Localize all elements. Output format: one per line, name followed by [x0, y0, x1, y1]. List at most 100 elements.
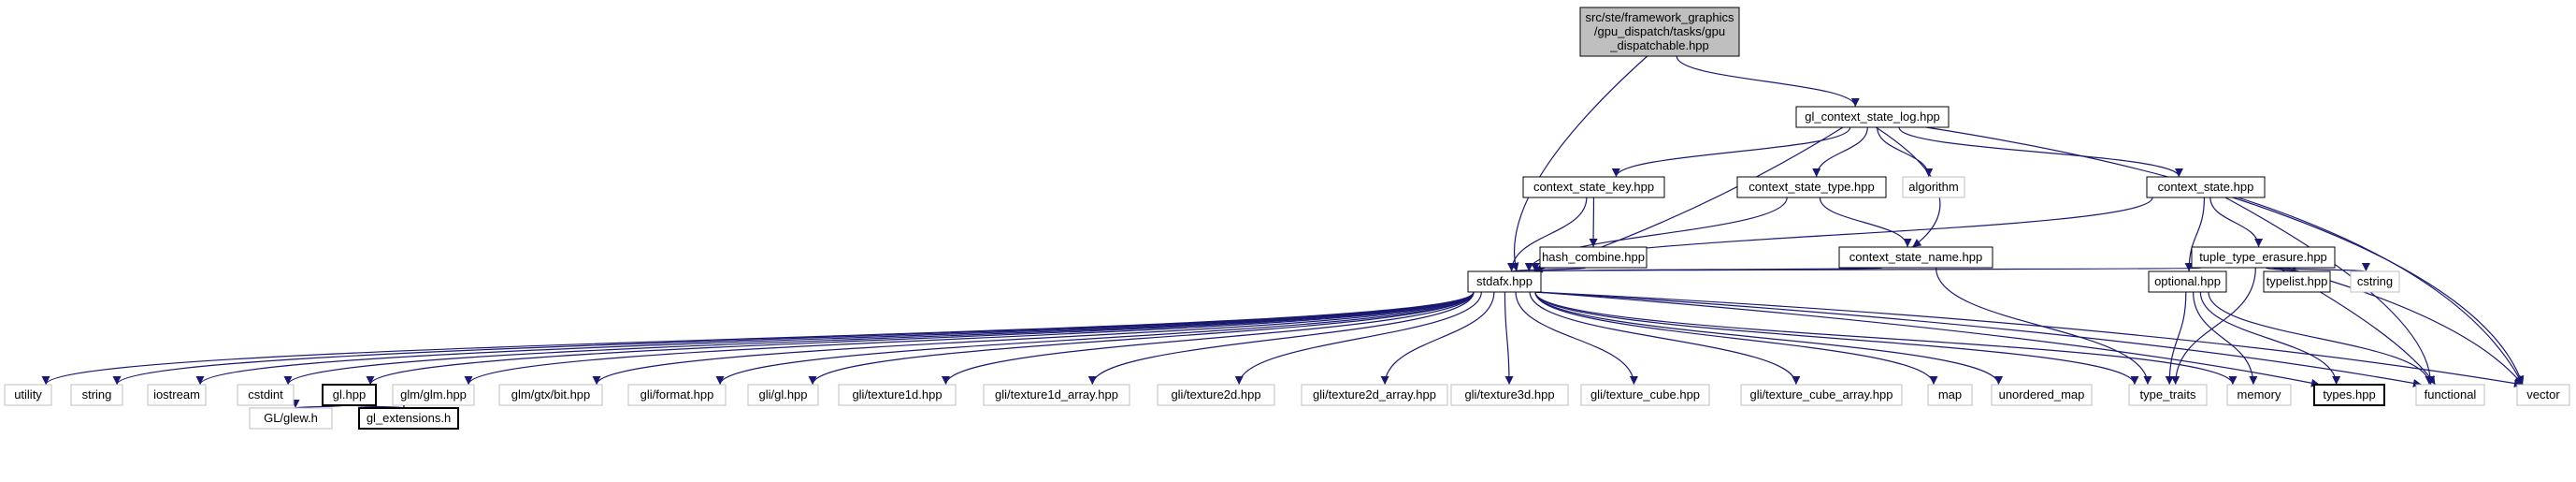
node-glm: glm/glm.hpp: [392, 384, 475, 406]
node-box: [2146, 176, 2266, 198]
node-box: [1838, 246, 1993, 269]
node-label: _dispatchable.hpp: [1609, 38, 1709, 52]
node-umap: unordered_map: [1991, 384, 2093, 406]
edge-stdafx-to-glm: [464, 291, 1475, 386]
node-hc[interactable]: hash_combine.hpp: [1539, 246, 1648, 269]
node-label: types.hpp: [2323, 387, 2375, 402]
edge-gcsl-to-cst: [1812, 126, 1868, 178]
edge-stdafx-to-memory: [1534, 291, 2238, 386]
node-label: context_state_key.hpp: [1533, 180, 1654, 194]
edge-gcsl-to-algo: [1877, 126, 1934, 178]
node-box: [1927, 384, 1973, 406]
node-box: [747, 384, 819, 406]
node-root: src/ste/framework_graphics/gpu_dispatch/…: [1579, 7, 1740, 57]
node-tex3d: gli/texture3d.hpp: [1450, 384, 1569, 406]
node-opt[interactable]: optional.hpp: [2148, 270, 2227, 293]
node-csn[interactable]: context_state_name.hpp: [1838, 246, 1993, 269]
node-types[interactable]: types.hpp: [2313, 384, 2385, 406]
node-tex1d: gli/texture1d.hpp: [838, 384, 957, 406]
node-box: [2148, 270, 2227, 293]
edge-stdafx-to-tex1da: [1087, 291, 1475, 386]
node-label: GL/glew.h: [264, 411, 318, 425]
edge-gcsl-to-cs: [1898, 126, 2183, 178]
node-box: [1991, 384, 2093, 406]
node-cstdint: cstdint: [237, 384, 295, 406]
node-label: gli/texture1d.hpp: [852, 387, 942, 402]
edge-stdafx-to-gtxbit: [592, 291, 1475, 386]
edge-stdafx-to-utility: [41, 291, 1475, 386]
node-label: algorithm: [1908, 180, 1958, 194]
node-label: gli/texture1d_array.hpp: [995, 387, 1118, 402]
node-box: [2226, 384, 2292, 406]
node-box: [983, 384, 1130, 406]
node-cs[interactable]: context_state.hpp: [2146, 176, 2266, 198]
edge-cst-to-csn: [1819, 197, 1912, 248]
node-glext[interactable]: gl_extensions.h: [358, 407, 459, 430]
nodes-layer: src/ste/framework_graphics/gpu_dispatch/…: [4, 7, 2570, 430]
node-box: [2191, 246, 2336, 269]
edge-tte-to-tt: [2171, 267, 2256, 386]
node-box: [627, 384, 727, 406]
node-box: [2313, 384, 2385, 406]
node-cstring: cstring: [2350, 270, 2400, 293]
edge-stdafx-to-functional: [1534, 291, 2423, 387]
edge-gcsl-to-vector: [1925, 126, 2524, 386]
edge-stdafx-to-types: [1534, 291, 2321, 387]
node-label: context_state_type.hpp: [1749, 180, 1874, 194]
edges-layer: [41, 55, 2525, 409]
node-tt: type_traits: [2128, 384, 2208, 406]
node-label: gli/gl.hpp: [758, 387, 807, 402]
node-box: [358, 407, 459, 430]
edge-stdafx-to-cstdint: [283, 291, 1475, 386]
node-label: iostream: [153, 387, 200, 402]
node-iostream: iostream: [147, 384, 207, 406]
node-map: map: [1927, 384, 1973, 406]
node-label: type_traits: [2140, 387, 2196, 402]
node-box: [70, 384, 123, 406]
node-box: [2350, 270, 2400, 293]
node-glhpp[interactable]: gl.hpp: [322, 384, 377, 406]
node-label: stdafx.hpp: [1476, 274, 1533, 288]
node-box: [1539, 246, 1648, 269]
node-cst[interactable]: context_state_type.hpp: [1736, 176, 1887, 198]
node-box: [1450, 384, 1569, 406]
edge-csk-to-stdafx: [1507, 197, 1588, 272]
node-tte[interactable]: tuple_type_erasure.hpp: [2191, 246, 2336, 269]
edge-tte-to-stdafx: [1533, 262, 2204, 272]
node-box: [1579, 7, 1740, 57]
node-label: typelist.hpp: [2267, 274, 2328, 288]
edge-stdafx-to-map: [1534, 291, 1938, 386]
node-box: [1740, 384, 1903, 406]
node-tex2da: gli/texture2d_array.hpp: [1301, 384, 1448, 406]
node-label: utility: [14, 387, 42, 402]
node-label: gli/format.hpp: [640, 387, 714, 402]
node-label: cstring: [2357, 274, 2393, 288]
node-label: memory: [2238, 387, 2281, 402]
node-gcsl[interactable]: gl_context_state_log.hpp: [1795, 106, 1950, 128]
node-label: vector: [2526, 387, 2560, 402]
edge-cs-to-tte: [2209, 197, 2264, 248]
node-stdafx[interactable]: stdafx.hpp: [1467, 270, 1542, 293]
node-label: tuple_type_erasure.hpp: [2199, 250, 2327, 264]
node-box: [1902, 176, 1965, 198]
node-label: gl_extensions.h: [367, 411, 451, 425]
node-string: string: [70, 384, 123, 406]
edge-gcsl-to-csk: [1611, 126, 1851, 178]
edge-opt-to-types: [2199, 291, 2341, 386]
node-typelist[interactable]: typelist.hpp: [2263, 270, 2331, 293]
node-box: [1467, 270, 1542, 293]
node-box: [1580, 384, 1710, 406]
node-box: [838, 384, 957, 406]
node-label: gli/texture_cube_array.hpp: [1750, 387, 1893, 402]
node-csk[interactable]: context_state_key.hpp: [1522, 176, 1665, 198]
node-format: gli/format.hpp: [627, 384, 727, 406]
node-label: gli/texture3d.hpp: [1464, 387, 1554, 402]
edge-stdafx-to-umap: [1534, 291, 2003, 386]
edge-root-to-gcsl: [1676, 55, 1860, 108]
edge-stdafx-to-tex1d: [942, 291, 1475, 386]
node-box: [1157, 384, 1275, 406]
edge-stdafx-to-vector: [1534, 291, 2524, 387]
node-texcubea: gli/texture_cube_array.hpp: [1740, 384, 1903, 406]
edge-stdafx-to-iostream: [195, 291, 1475, 386]
